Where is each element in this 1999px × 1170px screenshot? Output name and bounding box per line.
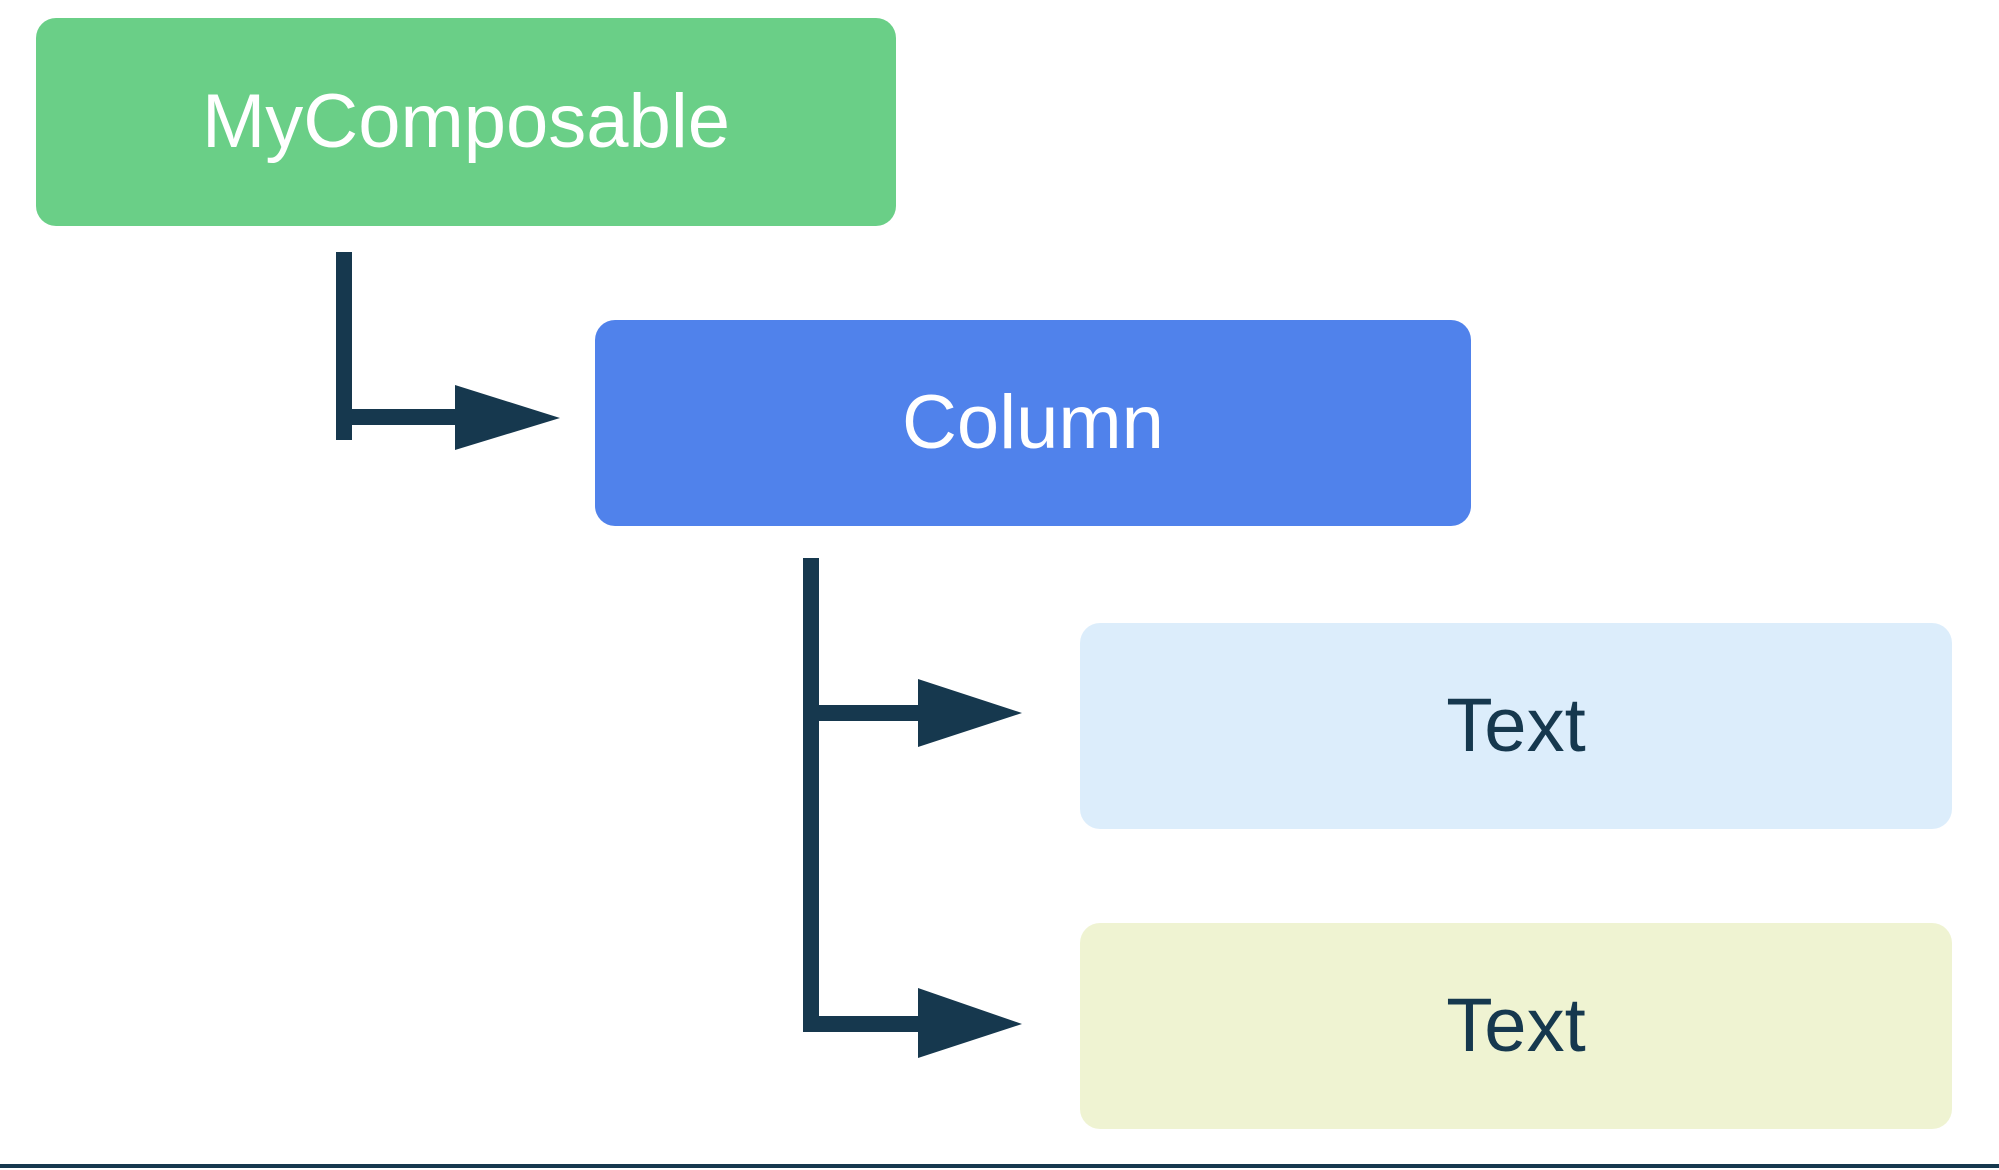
bottom-divider xyxy=(0,1164,1999,1168)
edge-root-to-column-vertical xyxy=(336,252,352,440)
edge-column-to-text-2-arrowhead xyxy=(918,988,1022,1058)
node-mycomposable-label: MyComposable xyxy=(202,79,730,164)
node-column[interactable]: Column xyxy=(595,320,1471,526)
edge-root-to-column xyxy=(336,252,560,450)
node-column-label: Column xyxy=(902,380,1164,465)
node-mycomposable[interactable]: MyComposable xyxy=(36,18,896,226)
edge-column-to-text-1 xyxy=(803,558,1022,747)
node-text-first[interactable]: Text xyxy=(1080,623,1952,829)
edge-root-to-column-arrowhead xyxy=(455,385,560,450)
edge-column-to-text-2-horizontal xyxy=(803,1016,931,1032)
edge-column-to-text-1-arrowhead xyxy=(918,679,1022,747)
node-text-second[interactable]: Text xyxy=(1080,923,1952,1129)
edge-column-trunk-upper xyxy=(803,558,819,733)
edge-column-to-text-1-horizontal xyxy=(803,705,931,721)
edge-column-to-text-2 xyxy=(803,705,1022,1058)
node-text-first-label: Text xyxy=(1446,683,1586,768)
node-text-second-label: Text xyxy=(1446,983,1586,1068)
edge-column-trunk-lower xyxy=(803,705,819,1032)
edge-root-to-column-horizontal xyxy=(336,409,481,425)
